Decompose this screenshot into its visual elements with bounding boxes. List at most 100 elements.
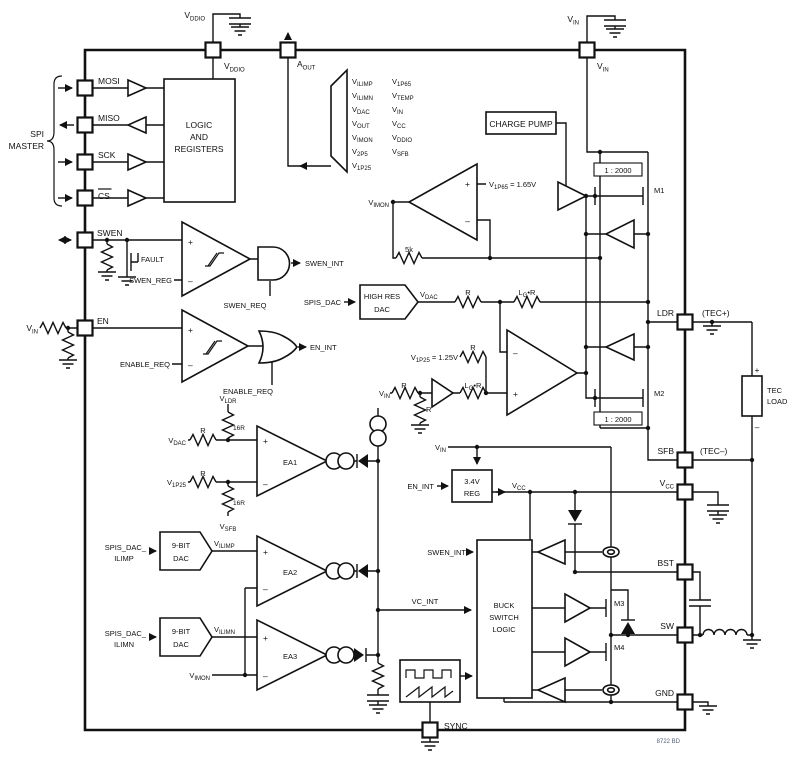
m3-driver	[564, 592, 592, 624]
vddio-bypass-cap	[228, 17, 252, 25]
vin-divider-r	[413, 396, 427, 424]
enable-req-label: ENABLE_REQ	[120, 360, 170, 369]
r16-label: 16R	[233, 500, 245, 507]
ea2-amplifier	[256, 534, 329, 608]
vimon-ea3-label: VIMON	[189, 671, 210, 682]
dac9-label-1: 9-BIT	[172, 541, 191, 550]
mosi-label: MOSI	[98, 76, 120, 86]
minus-sign: –	[513, 348, 518, 358]
swen-and-gate	[257, 246, 291, 281]
mux-sig: VTEMP	[392, 91, 414, 102]
mux-sig: V2P5	[352, 147, 368, 158]
dac9-label-2: DAC	[173, 640, 189, 649]
swen-comparator	[181, 220, 252, 298]
ls-current-sensor	[602, 684, 620, 696]
vin-en-label: VIN	[26, 323, 38, 336]
fault-label: FAULT	[141, 255, 164, 264]
pin-aout	[279, 41, 297, 59]
bst-cap	[688, 599, 712, 607]
vddio-pin-label: VDDIO	[224, 61, 245, 74]
divider-buffer	[431, 377, 455, 409]
en-int-reg-label: EN_INT	[407, 482, 434, 491]
ls-sense-buffer	[536, 676, 566, 704]
pin-ldr	[676, 313, 694, 331]
gnd-vin	[605, 28, 625, 38]
m4-driver	[564, 636, 592, 668]
r-label: R	[200, 469, 206, 478]
tec-plus-sign: +	[755, 365, 760, 375]
arrow-wires	[58, 32, 506, 680]
high-res-dac-block	[359, 284, 420, 320]
ea1-rp	[189, 433, 217, 447]
squarewave-icon	[405, 669, 452, 679]
vin-pin-label: VIN	[597, 61, 609, 74]
charge-pump-block	[485, 111, 557, 135]
gnd-label: GND	[655, 688, 674, 698]
ea1-rn	[189, 475, 217, 489]
minus-sign: –	[263, 584, 268, 594]
ea1-amplifier	[256, 424, 329, 498]
r-label: R	[200, 426, 206, 435]
buck-label-3: LOGIC	[492, 625, 516, 634]
gnd-divider	[410, 424, 430, 434]
vddio-top-label: VDDIO	[184, 10, 205, 23]
aout-pin-label: AOUT	[297, 59, 316, 72]
minus-sign: –	[188, 360, 193, 370]
plus-sign: +	[263, 436, 268, 446]
ea2-label: EA2	[283, 568, 297, 577]
vldr-label: VLDR	[219, 394, 237, 405]
m1-ratio-label: 1 : 2000	[604, 166, 631, 175]
dac9-ilimn-block	[159, 617, 213, 657]
gnd-sw-out	[742, 639, 762, 649]
r-label: R	[426, 405, 432, 414]
swen-int-label: SWEN_INT	[305, 259, 344, 268]
boost-diode	[568, 510, 582, 522]
spis-dac-label: SPIS_DAC	[304, 298, 342, 307]
plus-sign: +	[263, 633, 268, 643]
tec-load-label-1: TEC	[767, 386, 783, 395]
en-int-label: EN_INT	[310, 343, 337, 352]
mux-sig: V1P25	[352, 161, 372, 172]
mux-sig: VILIMP	[352, 77, 373, 88]
tecn-label: (TEC–)	[700, 446, 728, 456]
swen-req-label: SWEN_REQ	[224, 301, 267, 310]
vdac-ea1-label: VDAC	[168, 436, 186, 447]
spis-ilimn-label-1: SPIS_DAC_	[105, 629, 147, 638]
mux-sig: VIN	[392, 105, 403, 116]
vc-int-label: VC_INT	[412, 597, 439, 606]
r-label: R	[401, 381, 407, 390]
oscillator-block	[399, 659, 461, 703]
logic-label-2: AND	[190, 132, 208, 142]
vcc-pin-label: VCC	[660, 478, 675, 491]
buck-label-1: BUCK	[494, 601, 515, 610]
sawtooth-icon	[405, 685, 454, 699]
wire-nets	[66, 13, 753, 742]
bst-label: BST	[657, 558, 674, 568]
v1p65-ref-label: V1P65 = 1.65V	[489, 180, 536, 191]
pin-gnd	[676, 693, 694, 711]
hysteresis-icon	[205, 252, 224, 267]
minus-sign: –	[465, 216, 470, 226]
charge-pump-label: CHARGE PUMP	[489, 119, 553, 129]
pin-en	[76, 319, 94, 337]
reg-3v4-block	[451, 469, 493, 503]
spi-brace	[46, 75, 63, 207]
vimon-amplifier	[407, 162, 478, 242]
vin-bypass-cap	[603, 19, 627, 27]
r16-label: 16R	[233, 425, 245, 432]
cs-label: CS	[98, 191, 110, 201]
gnd-vddio	[230, 26, 250, 36]
en-or-gate	[257, 330, 298, 364]
pin-swen	[76, 231, 94, 249]
gnd-pin	[698, 705, 718, 715]
ldr-label: LDR	[657, 308, 674, 318]
resistor-5k	[395, 251, 423, 265]
tec-load-box	[741, 375, 763, 417]
vimon-label: VIMON	[368, 198, 389, 209]
dac9-label-2: DAC	[173, 554, 189, 563]
swen-reg-label: SWEN_REG	[129, 276, 172, 285]
m2-mirror-ratio-box	[593, 411, 643, 426]
miso-label: MISO	[98, 113, 120, 123]
